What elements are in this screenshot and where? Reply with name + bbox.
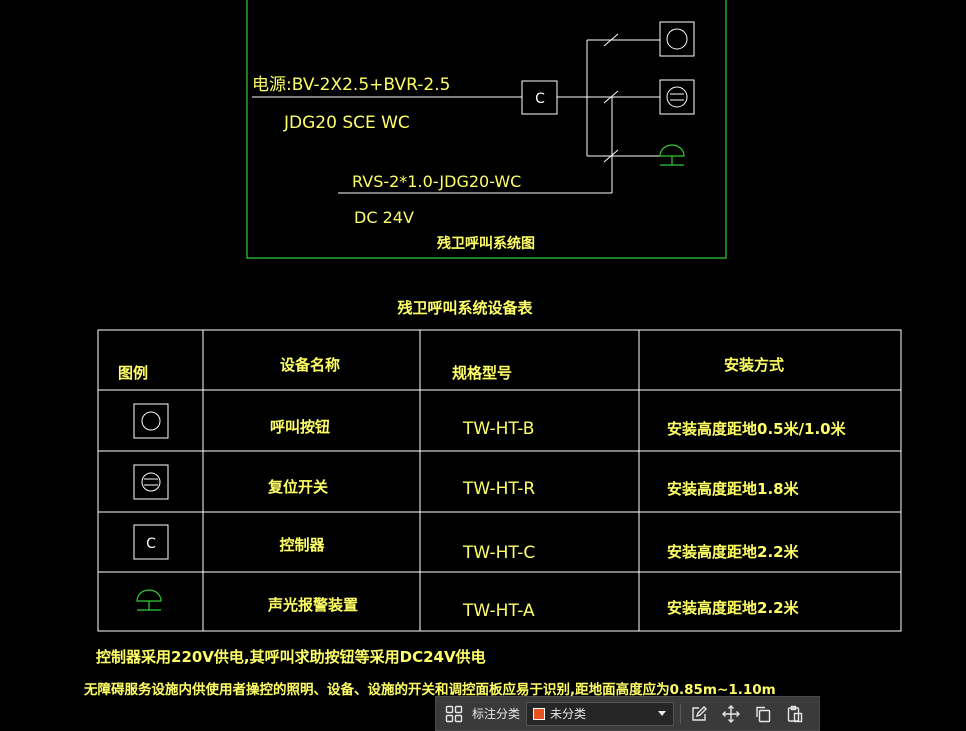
table-title: 残卫呼叫系统设备表: [397, 299, 533, 317]
power-line-label: 电源:BV-2X2.5+BVR-2.5: [252, 75, 450, 95]
row2-name: 复位开关: [267, 478, 328, 496]
row4-name: 声光报警装置: [267, 596, 358, 614]
row4-alarm-symbol: [136, 589, 162, 611]
call-button-symbol: [659, 21, 695, 57]
svg-text:C: C: [146, 536, 156, 552]
edit-icon[interactable]: [687, 702, 711, 726]
row2-model: TW-HT-R: [462, 479, 535, 499]
copy-icon[interactable]: [751, 702, 775, 726]
controller-letter: C: [535, 91, 545, 107]
category-selected-value: 未分类: [550, 707, 587, 721]
category-label: 标注分类: [472, 707, 521, 721]
chevron-down-icon: [657, 707, 667, 721]
equipment-table-grid: [97, 329, 902, 632]
header-model: 规格型号: [452, 364, 512, 382]
note-power-supply: 控制器采用220V供电,其呼叫求助按钮等采用DC24V供电: [96, 648, 486, 666]
grid-apps-icon[interactable]: [442, 702, 466, 726]
power-conduit-label: JDG20 SCE WC: [283, 113, 410, 133]
header-install: 安装方式: [724, 356, 784, 374]
paste-icon[interactable]: [783, 702, 807, 726]
branch-wiring: [338, 33, 660, 194]
row3-controller-symbol: C: [133, 524, 169, 560]
row2-install: 安装高度距地1.8米: [667, 480, 800, 498]
annotation-toolbar: 标注分类 未分类: [435, 696, 820, 731]
diagram-frame: [246, 0, 727, 259]
category-dropdown[interactable]: 未分类: [526, 701, 675, 726]
category-color-swatch: [533, 707, 546, 720]
note-accessibility: 无障碍服务设施内供使用者操控的照明、设备、设施的开关和调控面板应易于识别,距地面…: [83, 681, 776, 698]
row3-name: 控制器: [279, 536, 325, 554]
row1-install: 安装高度距地0.5米/1.0米: [667, 420, 847, 438]
row4-install: 安装高度距地2.2米: [667, 599, 800, 617]
toolbar-divider: [680, 703, 682, 724]
signal-line-label: RVS-2*1.0-JDG20-WC: [352, 172, 521, 191]
row1-name: 呼叫按钮: [270, 418, 330, 436]
header-legend: 图例: [118, 364, 148, 382]
alarm-symbol: [659, 144, 685, 166]
row3-install: 安装高度距地2.2米: [667, 543, 800, 561]
reset-switch-symbol: [659, 79, 695, 115]
row3-model: TW-HT-C: [462, 543, 535, 563]
row1-model: TW-HT-B: [462, 419, 534, 439]
move-icon[interactable]: [719, 702, 743, 726]
row2-reset-switch-symbol: [133, 464, 169, 500]
signal-voltage-label: DC 24V: [354, 208, 414, 227]
diagram-title: 残卫呼叫系统图: [437, 235, 535, 252]
row4-model: TW-HT-A: [462, 601, 535, 621]
row1-call-button-symbol: [133, 403, 169, 439]
header-device-name: 设备名称: [280, 356, 340, 374]
